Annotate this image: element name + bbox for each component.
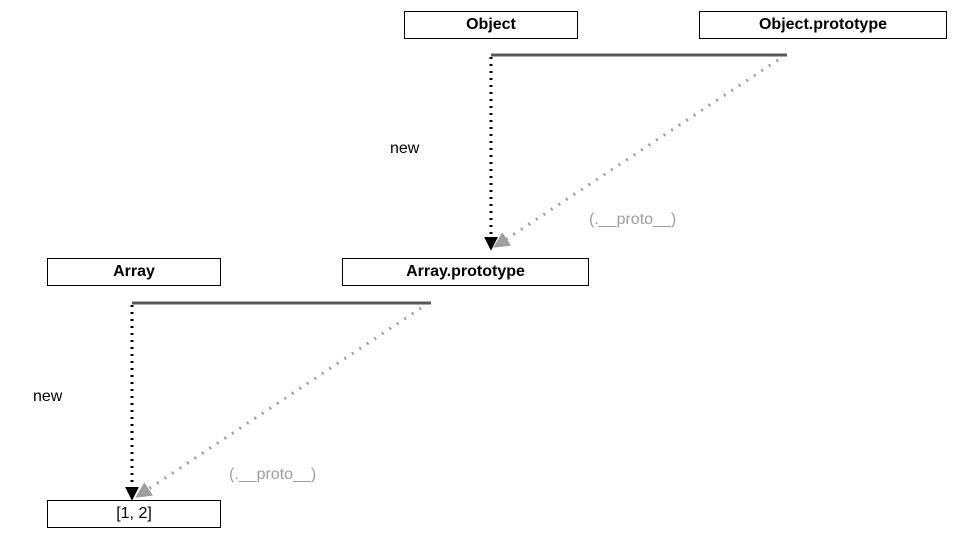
node-object-label: Object [466,16,516,33]
new-label-upper: new [390,140,420,157]
node-object-prototype: Object.prototype [699,11,947,39]
node-array: Array [47,258,221,286]
node-object: Object [404,11,578,39]
new-label-lower: new [33,388,63,405]
node-object-prototype-label: Object.prototype [758,16,887,33]
node-array-instance-label: [1, 2] [116,505,152,522]
proto-label-lower: (.__proto__) [229,466,317,483]
node-array-label: Array [113,263,155,280]
node-array-prototype: Array.prototype [342,258,589,286]
proto-label-upper: (.__proto__) [589,211,677,228]
node-array-prototype-label: Array.prototype [406,263,525,280]
node-array-instance: [1, 2] [47,500,221,528]
